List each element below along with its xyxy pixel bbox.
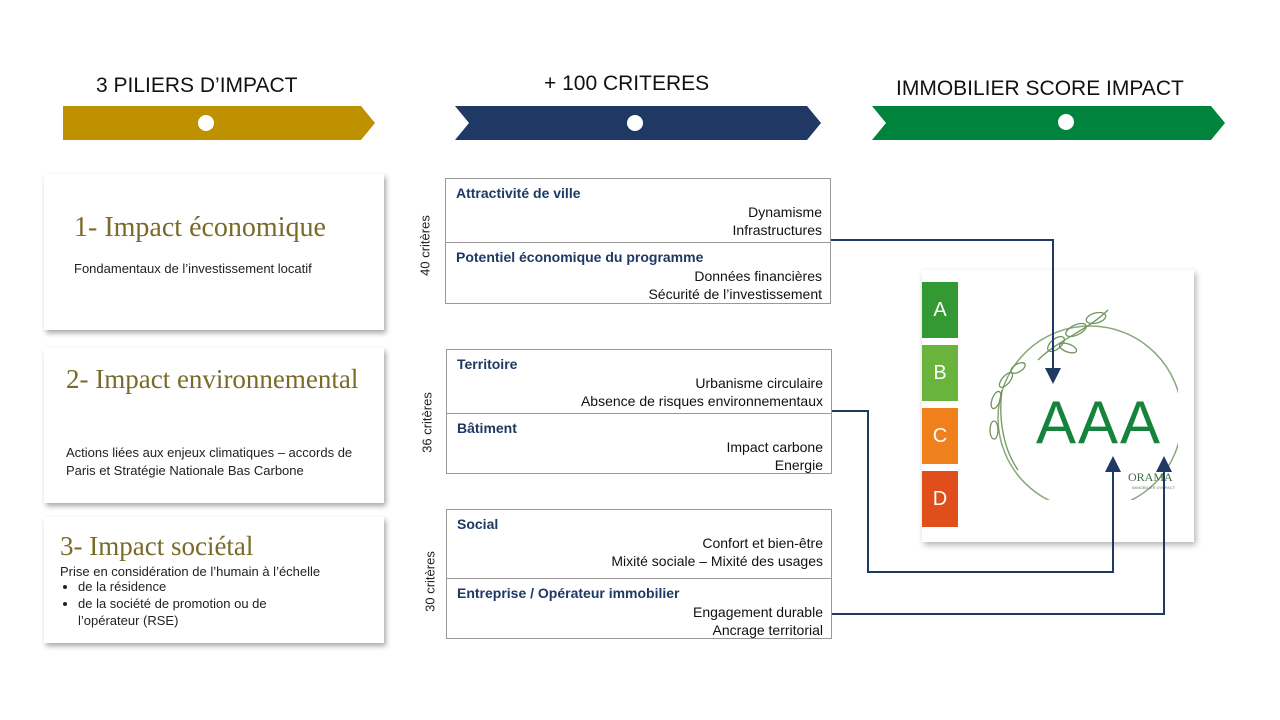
- criteria-item: Urbanisme circulaire: [695, 375, 823, 391]
- criteria-item: Données financières: [694, 268, 822, 284]
- pillar-societal-title: 3- Impact sociétal: [60, 531, 254, 561]
- criteria-section-heading: Social: [457, 516, 499, 532]
- criteria-item: Dynamisme: [748, 204, 822, 220]
- criteria-section: Entreprise / Opérateur immobilier Engage…: [447, 578, 831, 639]
- grade-c-badge: C: [922, 408, 958, 464]
- score-card: A B C D AAA ORAMA IMMOBILIER D'IMPACT: [922, 270, 1194, 542]
- pillar-societal-description: Prise en considération de l’humain à l’é…: [60, 564, 321, 579]
- connector-economique: [831, 239, 1061, 384]
- pillar-societal: 3- Impact sociétal Prise en considératio…: [44, 517, 384, 643]
- piliers-arrow-dot: [198, 115, 214, 131]
- connector-societal: [832, 456, 1172, 615]
- criteria-items: Données financières Sécurité de l’invest…: [648, 267, 822, 303]
- criteria-section-heading: Potentiel économique du programme: [456, 249, 704, 265]
- criteria-item: Sécurité de l’investissement: [648, 286, 822, 302]
- criteria-item: Ancrage territorial: [712, 622, 824, 638]
- connector-environnemental: [832, 410, 1121, 573]
- criteria-items: Impact carbone Energie: [727, 438, 824, 474]
- header-score: IMMOBILIER SCORE IMPACT: [896, 77, 1184, 100]
- criteria-item: Mixité sociale – Mixité des usages: [611, 553, 823, 569]
- header-piliers: 3 PILIERS D’IMPACT: [96, 74, 298, 97]
- criteria-table-societal: Social Confort et bien-être Mixité socia…: [446, 509, 832, 639]
- pillar-economique-title: 1- Impact économique: [74, 212, 326, 243]
- header-criteres: + 100 CRITERES: [544, 72, 710, 95]
- pillar-economique: 1- Impact économique Fondamentaux de l’i…: [44, 174, 384, 330]
- pillar-environnemental-description: Actions liées aux enjeux climatiques – a…: [66, 445, 353, 478]
- bullet-item: de la société de promotion ou de l’opéra…: [78, 596, 328, 630]
- criteria-section: Attractivité de ville Dynamisme Infrastr…: [446, 179, 830, 242]
- bullet-item: de la résidence: [78, 579, 328, 596]
- grade-a-badge: A: [922, 282, 958, 338]
- criteria-item: Energie: [774, 457, 823, 473]
- laurel-wreath-icon: [989, 309, 1178, 500]
- piliers-arrow: [63, 106, 375, 140]
- criteria-items: Confort et bien-être Mixité sociale – Mi…: [611, 534, 823, 570]
- pillar-societal-bullets: de la résidence de la société de promoti…: [60, 579, 328, 630]
- criteria-items: Engagement durable Ancrage territorial: [693, 603, 823, 639]
- pillar-environnemental-title: 2- Impact environnemental: [66, 364, 359, 394]
- grade-d-badge: D: [922, 471, 958, 527]
- brand-tagline: IMMOBILIER D'IMPACT: [1132, 485, 1176, 490]
- criteria-section-heading: Territoire: [457, 356, 518, 372]
- criteria-section: Social Confort et bien-être Mixité socia…: [447, 510, 831, 578]
- score-result: AAA: [1036, 389, 1163, 456]
- score-arrow: [872, 106, 1225, 140]
- criteria-item: Infrastructures: [732, 222, 822, 238]
- criteres-arrow-dot: [627, 115, 643, 131]
- criteria-section: Bâtiment Impact carbone Energie: [447, 413, 831, 474]
- criteria-item: Confort et bien-être: [702, 535, 823, 551]
- criteria-section-heading: Entreprise / Opérateur immobilier: [457, 585, 680, 601]
- criteria-item: Absence de risques environnementaux: [580, 393, 823, 409]
- grade-b-badge: B: [922, 345, 958, 401]
- criteria-section: Territoire Urbanisme circulaire Absence …: [447, 350, 831, 413]
- criteria-item: Impact carbone: [726, 439, 824, 455]
- criteria-item: Engagement durable: [693, 604, 823, 620]
- criteria-section: Potentiel économique du programme Donnée…: [446, 242, 830, 304]
- pillar-environnemental: 2- Impact environnemental Actions liées …: [44, 348, 384, 503]
- criteria-table-environnemental: Territoire Urbanisme circulaire Absence …: [446, 349, 832, 474]
- criteria-table-economique: Attractivité de ville Dynamisme Infrastr…: [445, 178, 831, 304]
- pillar-economique-description: Fondamentaux de l’investissement locatif: [74, 261, 312, 276]
- criteria-items: Dynamisme Infrastructures: [733, 203, 822, 239]
- criteria-section-heading: Attractivité de ville: [456, 185, 581, 201]
- brand-logo: ORAMA: [1128, 470, 1173, 484]
- criteria-section-heading: Bâtiment: [457, 420, 517, 436]
- criteria-items: Urbanisme circulaire Absence de risques …: [581, 374, 823, 410]
- score-arrow-dot: [1058, 114, 1074, 130]
